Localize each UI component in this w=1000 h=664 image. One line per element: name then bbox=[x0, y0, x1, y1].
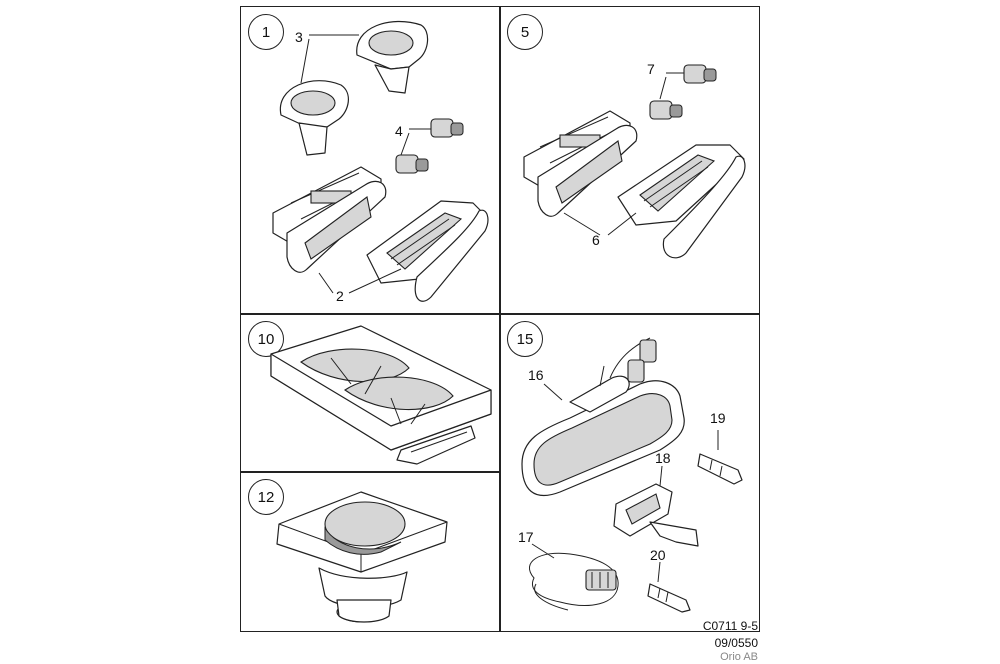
callout-label: 20 bbox=[650, 547, 666, 563]
parts-diagram-sheet: 1 bbox=[240, 6, 760, 632]
panel-number-badge: 12 bbox=[248, 479, 284, 515]
horizontal-divider-left bbox=[241, 471, 500, 473]
panel-5-drawing bbox=[523, 64, 746, 259]
callout-label: 2 bbox=[336, 288, 344, 304]
panel-12-drawing bbox=[276, 491, 448, 623]
callout-label: 19 bbox=[710, 410, 726, 426]
panel-number-badge: 10 bbox=[248, 321, 284, 357]
callout-label: 4 bbox=[395, 123, 403, 139]
panel-1-drawing bbox=[272, 20, 489, 302]
callout-label: 6 bbox=[592, 232, 600, 248]
panel-5: 5 7 6 bbox=[500, 7, 761, 314]
panel-12: 12 bbox=[241, 472, 500, 633]
callout-label: 7 bbox=[647, 61, 655, 77]
panel-15: 15 bbox=[500, 314, 761, 633]
drawing-code: C0711 9-5 bbox=[702, 619, 758, 633]
drawing-date: 09/0550 bbox=[714, 636, 758, 650]
company-name: Orio AB bbox=[720, 651, 758, 663]
vertical-divider bbox=[499, 7, 501, 631]
callout-label: 18 bbox=[655, 450, 671, 466]
panel-15-drawing bbox=[521, 337, 743, 613]
callout-label: 3 bbox=[295, 29, 303, 45]
panel-10: 10 bbox=[241, 314, 500, 472]
horizontal-divider-top bbox=[241, 313, 759, 315]
callout-label: 17 bbox=[518, 529, 534, 545]
panel-number-badge: 15 bbox=[507, 321, 543, 357]
panel-number-badge: 5 bbox=[507, 14, 543, 50]
callout-label: 16 bbox=[528, 367, 544, 383]
panel-number-badge: 1 bbox=[248, 14, 284, 50]
panel-1: 1 bbox=[241, 7, 500, 314]
panel-10-drawing bbox=[270, 325, 492, 465]
